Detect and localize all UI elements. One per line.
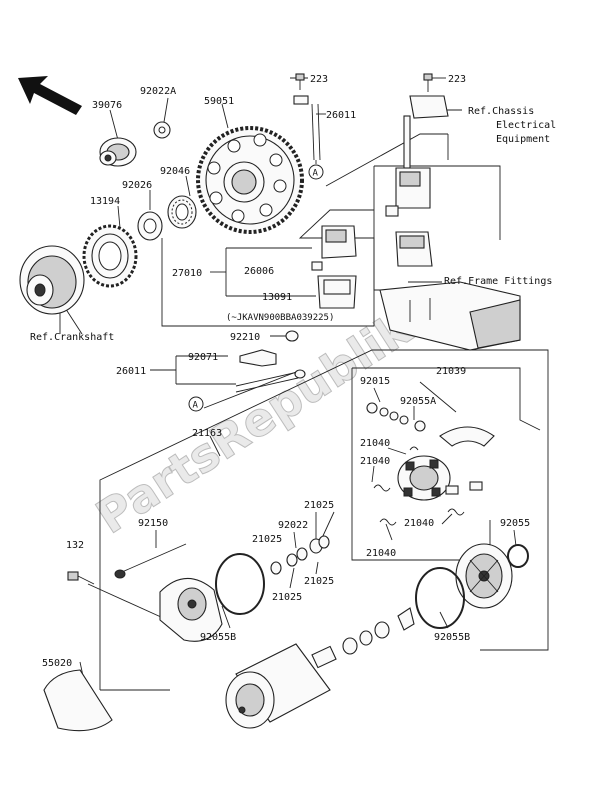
needle-bearing-92046 bbox=[167, 195, 197, 229]
washer-92022a bbox=[153, 121, 171, 139]
label-39076: 39076 bbox=[92, 100, 122, 111]
boot-92071 bbox=[239, 349, 277, 367]
one-way-clutch-13194 bbox=[82, 224, 138, 288]
label-21039: 21039 bbox=[436, 366, 466, 377]
label-223-right: 223 bbox=[448, 74, 466, 85]
bolt-132 bbox=[67, 571, 95, 585]
starter-idle-gear-39076 bbox=[99, 137, 137, 167]
label-21025-d: 21025 bbox=[272, 592, 302, 603]
label-21025-a: 21025 bbox=[304, 500, 334, 511]
bolt-223-right bbox=[423, 73, 433, 92]
label-92210: 92210 bbox=[230, 332, 260, 343]
label-13091: 13091 bbox=[262, 292, 292, 303]
ref-chassis-line1: Ref.Chassis bbox=[468, 106, 534, 117]
connector-marker-a-mid: A bbox=[188, 396, 204, 412]
label-21040-c: 21040 bbox=[404, 518, 434, 529]
label-21025-b: 21025 bbox=[252, 534, 282, 545]
lead-26011-top bbox=[293, 95, 321, 164]
connector-marker-a-top: A bbox=[308, 164, 324, 180]
label-92055: 92055 bbox=[500, 518, 530, 529]
armature-washers bbox=[342, 607, 415, 655]
washers-21025 bbox=[270, 535, 330, 575]
ref-chassis-line3: Equipment bbox=[496, 134, 550, 145]
starter-armature-55020 bbox=[43, 643, 337, 732]
frame-lines bbox=[59, 77, 549, 691]
brush-holder-assembly-21039 bbox=[366, 402, 495, 526]
label-92022: 92022 bbox=[278, 520, 308, 531]
bolt-223-left bbox=[295, 73, 305, 90]
label-132: 132 bbox=[66, 540, 84, 551]
crankshaft-rotor bbox=[19, 245, 85, 315]
label-21040-b: 21040 bbox=[360, 456, 390, 467]
part-number-labels: 223 223 26011 92022A 39076 59051 92046 9… bbox=[42, 74, 530, 669]
grommet-92210 bbox=[285, 330, 299, 342]
label-26011-top: 26011 bbox=[326, 110, 356, 121]
label-92046: 92046 bbox=[160, 166, 190, 177]
frame-fittings-bracket bbox=[379, 281, 521, 351]
label-26011-mid: 26011 bbox=[116, 366, 146, 377]
label-21040-a: 21040 bbox=[360, 438, 390, 449]
starter-relay-chassis bbox=[385, 95, 449, 267]
svg-text:A: A bbox=[193, 401, 199, 411]
ref-chassis-line2: Electrical bbox=[496, 120, 556, 131]
o-ring-92055b-left bbox=[215, 553, 265, 615]
label-92015: 92015 bbox=[360, 376, 390, 387]
starter-front-cover bbox=[455, 543, 513, 609]
reference-labels: Ref.Chassis Electrical Equipment Ref.Fra… bbox=[30, 106, 556, 343]
label-21163: 21163 bbox=[192, 428, 222, 439]
svg-text:A: A bbox=[313, 169, 319, 179]
label-59051: 59051 bbox=[204, 96, 234, 107]
washer-92026 bbox=[137, 211, 163, 241]
label-223-left: 223 bbox=[310, 74, 328, 85]
label-21040-d: 21040 bbox=[366, 548, 396, 559]
o-ring-92055b-right bbox=[415, 567, 465, 629]
label-92150: 92150 bbox=[138, 518, 168, 529]
label-21025-c: 21025 bbox=[304, 576, 334, 587]
label-26006: 26006 bbox=[244, 266, 274, 277]
label-92055b-right: 92055B bbox=[434, 632, 470, 643]
label-92055a: 92055A bbox=[400, 396, 436, 407]
label-92071: 92071 bbox=[188, 352, 218, 363]
serial-note: (~JKAVN900BBA039225) bbox=[226, 313, 334, 323]
through-bolt-92150 bbox=[114, 543, 187, 579]
front-direction-arrow bbox=[18, 76, 82, 115]
starter-clutch-gear-59051 bbox=[196, 126, 304, 234]
label-92026: 92026 bbox=[122, 180, 152, 191]
label-13194: 13194 bbox=[90, 196, 120, 207]
relay-kit-26006-13091 bbox=[311, 225, 357, 309]
label-27010: 27010 bbox=[172, 268, 202, 279]
label-92055b-left: 92055B bbox=[200, 632, 236, 643]
label-92022a: 92022A bbox=[140, 86, 176, 97]
lead-26011-mid bbox=[235, 369, 306, 393]
label-55020: 55020 bbox=[42, 658, 72, 669]
starter-rear-cover bbox=[159, 577, 223, 642]
ref-frame-fittings: Ref.Frame Fittings bbox=[444, 276, 552, 287]
o-ring-92055 bbox=[507, 544, 529, 568]
ref-crankshaft: Ref.Crankshaft bbox=[30, 332, 114, 343]
